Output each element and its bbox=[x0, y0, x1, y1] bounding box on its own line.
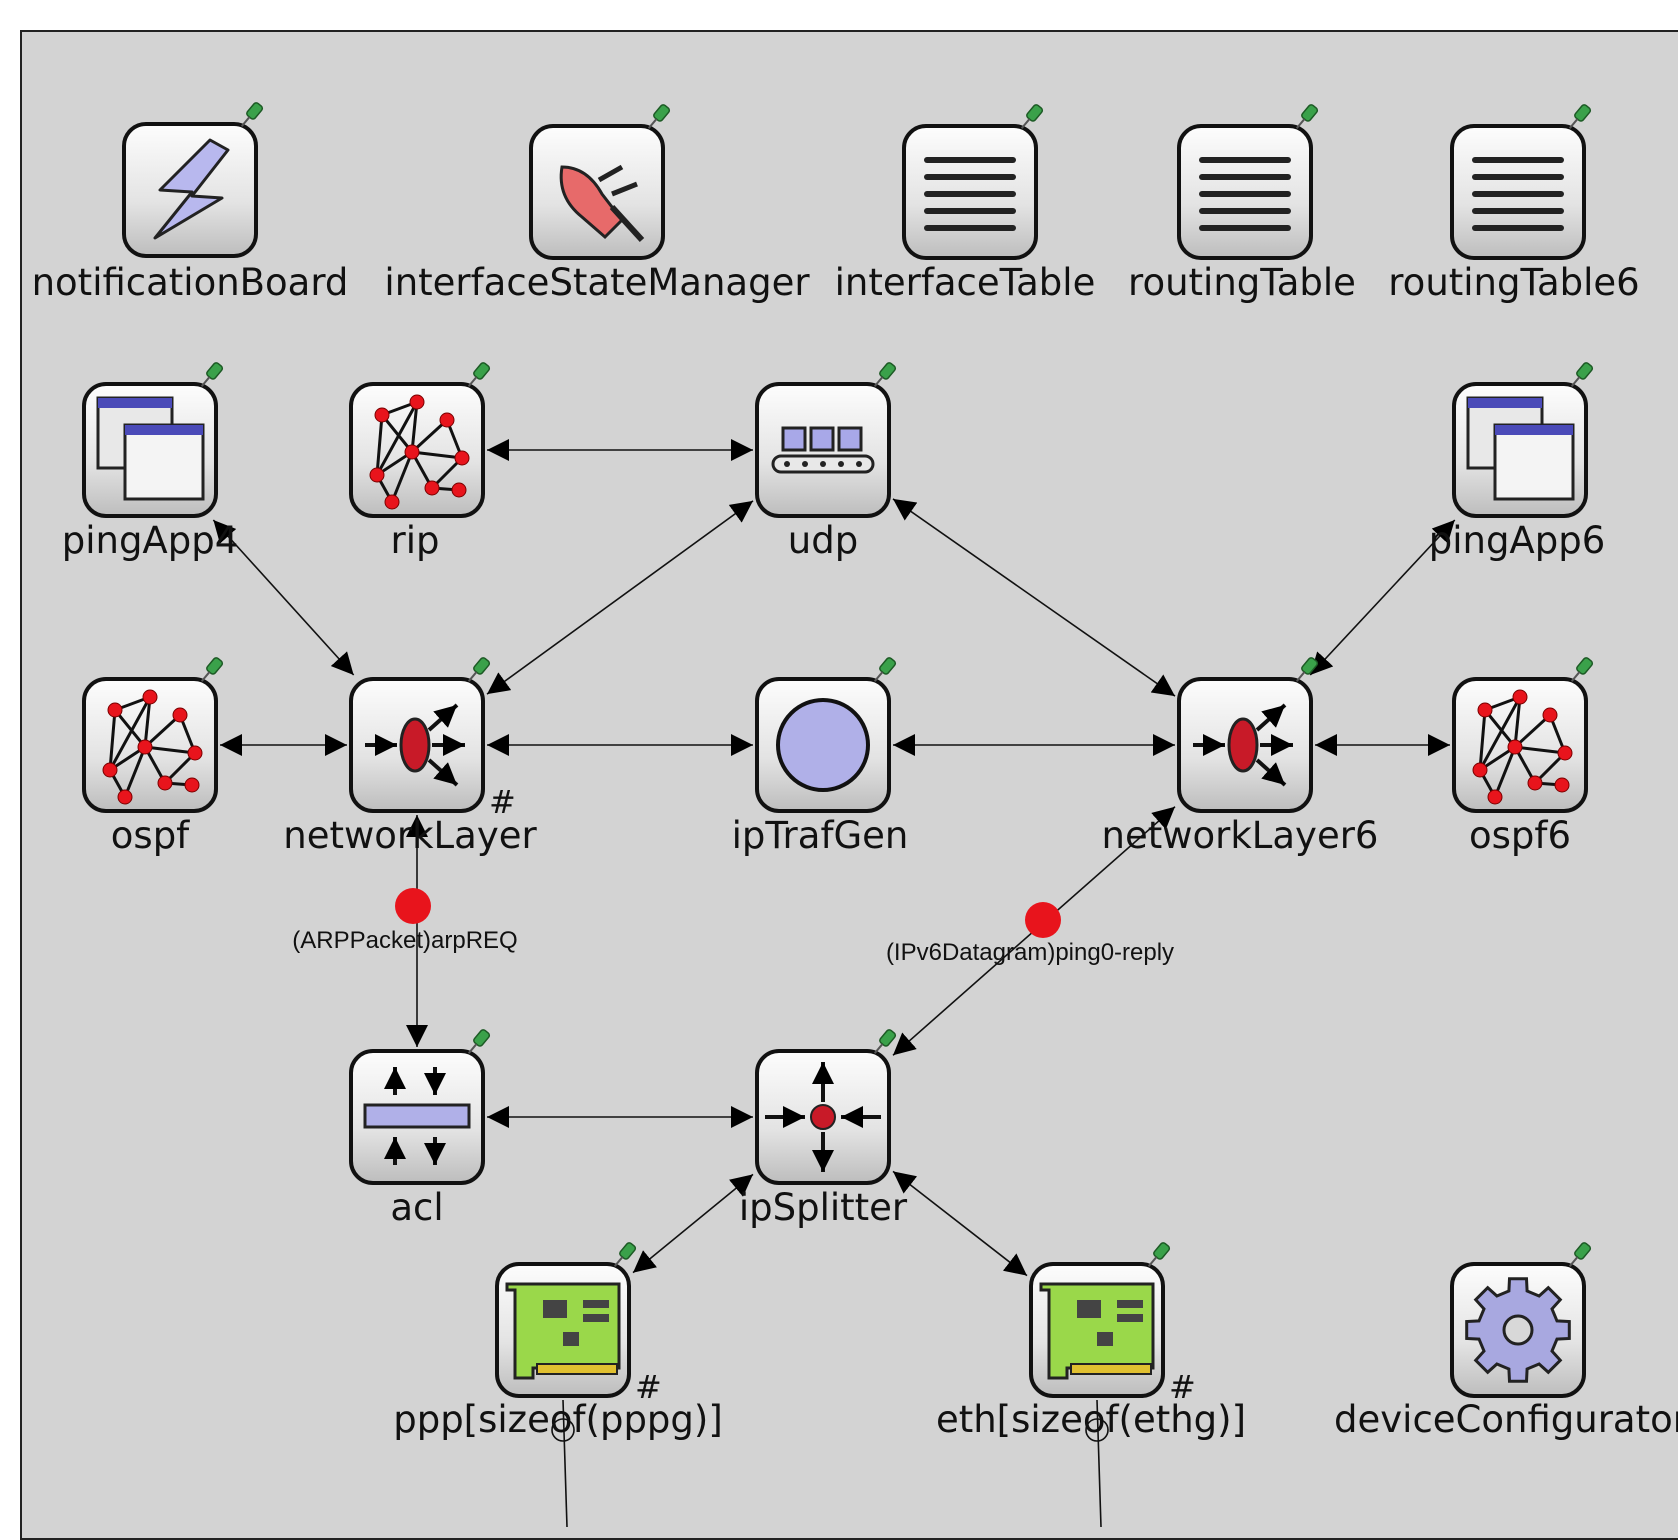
vector-hash-mark: # bbox=[1169, 1368, 1196, 1406]
module-label-ipTrafGen: ipTrafGen bbox=[732, 814, 909, 857]
table-icon bbox=[1450, 124, 1586, 260]
module-ipSplitter[interactable] bbox=[755, 1029, 897, 1185]
app-window-icon bbox=[1452, 382, 1588, 518]
pin-icon bbox=[1295, 657, 1319, 682]
module-networkLayer6[interactable] bbox=[1177, 657, 1319, 813]
module-networkLayer[interactable]: # bbox=[349, 657, 516, 821]
module-label-ospf6: ospf6 bbox=[1469, 814, 1571, 857]
gate-ppp bbox=[551, 1399, 575, 1528]
module-rip[interactable] bbox=[349, 362, 491, 518]
module-label-pingApp4: pingApp4 bbox=[62, 519, 239, 562]
module-label-rip: rip bbox=[391, 519, 440, 562]
plug-icon bbox=[529, 124, 665, 260]
module-label-interfaceStateManager: interfaceStateManager bbox=[384, 261, 810, 304]
connection-ipSplitter-eth bbox=[892, 1170, 1028, 1277]
vector-hash-mark: # bbox=[489, 783, 516, 821]
connection-pingApp4-networkLayer bbox=[212, 519, 355, 676]
module-ospf6[interactable] bbox=[1452, 657, 1594, 813]
module-label-routingTable6: routingTable6 bbox=[1388, 261, 1639, 304]
module-pingApp6[interactable] bbox=[1452, 362, 1594, 518]
nic-card-icon bbox=[1029, 1262, 1165, 1398]
connection-ipSplitter-ppp bbox=[632, 1173, 754, 1274]
pin-icon bbox=[647, 104, 671, 129]
module-label-ipSplitter: ipSplitter bbox=[739, 1186, 908, 1229]
generator-circle-icon bbox=[755, 677, 891, 813]
pin-icon bbox=[1570, 657, 1594, 682]
pin-icon bbox=[200, 362, 224, 387]
module-label-networkLayer: networkLayer bbox=[283, 814, 537, 857]
message-dot-arp[interactable] bbox=[395, 888, 431, 924]
module-label-acl: acl bbox=[390, 1186, 443, 1229]
message-dot-ping[interactable] bbox=[1025, 902, 1061, 938]
module-routingTable[interactable] bbox=[1177, 104, 1319, 260]
table-icon bbox=[1177, 124, 1313, 260]
module-label-routingTable: routingTable bbox=[1128, 261, 1356, 304]
pin-icon bbox=[873, 1029, 897, 1054]
pin-icon bbox=[1295, 104, 1319, 129]
routing-graph-icon bbox=[349, 382, 485, 518]
module-label-ospf: ospf bbox=[111, 814, 190, 857]
pin-icon bbox=[613, 1242, 637, 1267]
connection-networkLayer-udp bbox=[486, 500, 754, 695]
network-layer-icon bbox=[349, 677, 485, 813]
pin-icon bbox=[873, 657, 897, 682]
table-icon bbox=[902, 124, 1038, 260]
nic-card-icon bbox=[495, 1262, 631, 1398]
pin-icon bbox=[240, 102, 264, 127]
module-acl[interactable] bbox=[349, 1029, 491, 1185]
module-deviceConfigurator[interactable] bbox=[1450, 1242, 1592, 1398]
pin-icon bbox=[1147, 1242, 1171, 1267]
connection-pingApp6-networkLayer6 bbox=[1309, 519, 1456, 676]
module-label-deviceConfigurator: deviceConfigurator bbox=[1334, 1398, 1678, 1441]
gate-eth bbox=[1085, 1399, 1109, 1528]
module-pingApp4[interactable] bbox=[82, 362, 224, 518]
module-ospf[interactable] bbox=[82, 657, 224, 813]
module-label-networkLayer6: networkLayer6 bbox=[1102, 814, 1379, 857]
pin-icon bbox=[1020, 104, 1044, 129]
module-ipTrafGen[interactable] bbox=[755, 657, 897, 813]
gear-icon bbox=[1450, 1262, 1586, 1398]
app-window-icon bbox=[82, 382, 218, 518]
pin-icon bbox=[467, 362, 491, 387]
network-layer-icon bbox=[1177, 677, 1313, 813]
pin-icon bbox=[1570, 362, 1594, 387]
pin-icon bbox=[467, 657, 491, 682]
pin-icon bbox=[1568, 1242, 1592, 1267]
pin-icon bbox=[873, 362, 897, 387]
module-label-eth: eth[sizeof(ethg)] bbox=[936, 1398, 1246, 1441]
module-interfaceTable[interactable] bbox=[902, 104, 1044, 260]
module-label-interfaceTable: interfaceTable bbox=[835, 261, 1096, 304]
module-eth[interactable]: # bbox=[1029, 1242, 1196, 1406]
pin-icon bbox=[467, 1029, 491, 1054]
module-interfaceStateManager[interactable] bbox=[529, 104, 671, 260]
pin-icon bbox=[1568, 104, 1592, 129]
conveyor-icon bbox=[755, 382, 891, 518]
connection-udp-networkLayer6 bbox=[892, 498, 1176, 697]
module-label-notificationBoard: notificationBoard bbox=[32, 261, 349, 304]
splitter-icon bbox=[755, 1049, 891, 1185]
vector-hash-mark: # bbox=[635, 1368, 662, 1406]
message-label-arp: (ARPPacket)arpREQ bbox=[292, 927, 517, 954]
filter-icon bbox=[349, 1049, 485, 1185]
message-label-ping: (IPv6Datagram)ping0-reply bbox=[886, 939, 1174, 966]
module-udp[interactable] bbox=[755, 362, 897, 518]
pin-icon bbox=[200, 657, 224, 682]
notification-board-icon bbox=[122, 122, 258, 258]
module-ppp[interactable]: # bbox=[495, 1242, 662, 1406]
routing-graph-icon bbox=[82, 677, 218, 813]
module-label-pingApp6: pingApp6 bbox=[1429, 519, 1606, 562]
module-label-udp: udp bbox=[788, 519, 858, 562]
routing-graph-icon bbox=[1452, 677, 1588, 813]
module-notificationBoard[interactable] bbox=[122, 102, 264, 258]
module-routingTable6[interactable] bbox=[1450, 104, 1592, 260]
